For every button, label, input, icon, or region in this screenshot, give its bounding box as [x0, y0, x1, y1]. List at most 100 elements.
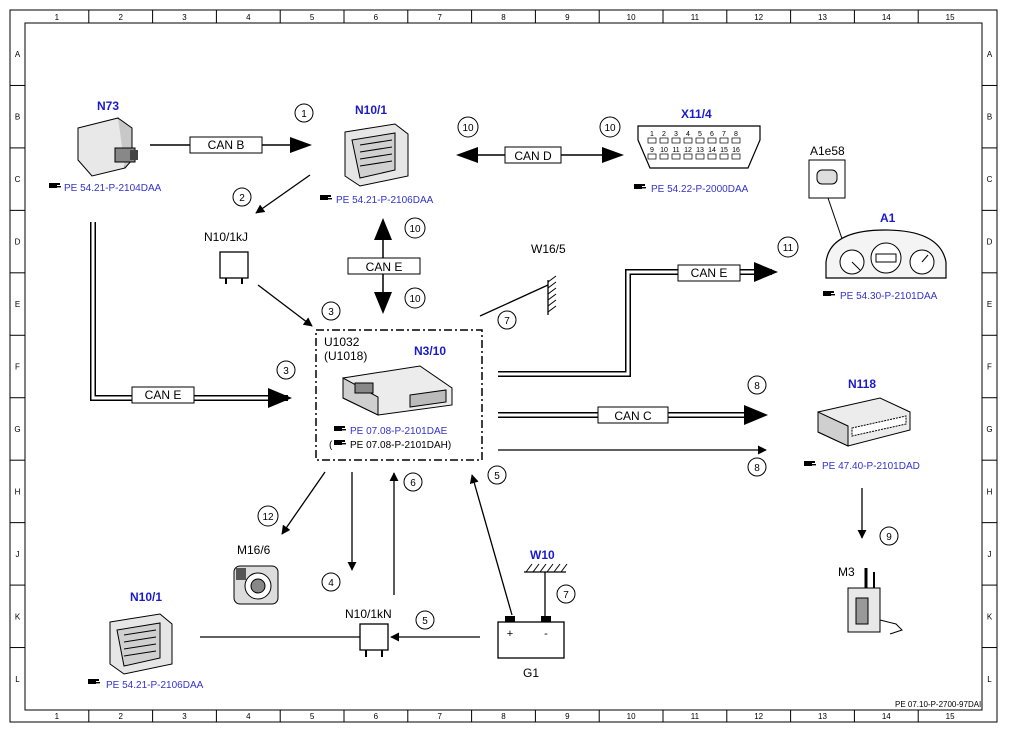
n10-1kn-code: N10/1kN — [345, 607, 392, 621]
grid-column-label: 6 — [374, 13, 379, 22]
n10-1kn-relay-box — [359, 623, 389, 651]
grid-row-label: H — [987, 487, 993, 496]
grid-row-label: A — [15, 50, 21, 59]
grid-row-label: L — [15, 675, 20, 684]
x11-4-pin — [731, 153, 741, 160]
grid-column-label: 13 — [818, 712, 827, 721]
marker-3-left — [276, 360, 296, 380]
marker-12-label: 12 — [262, 512, 274, 523]
x11-4-pin-number: 12 — [684, 147, 692, 154]
n10-1kj-relay-box — [219, 251, 249, 279]
marker-2 — [232, 187, 252, 207]
grid-column-label: 5 — [310, 712, 315, 721]
grid-row-label: D — [15, 238, 21, 247]
can-b-arrowhead — [290, 137, 312, 153]
x11-4-code: X11/4 — [681, 107, 712, 121]
grid-row-label: J — [16, 550, 20, 559]
grid-column-label: 12 — [754, 712, 763, 721]
can-d-box — [504, 146, 562, 164]
a1-instrument-cluster-icon — [825, 229, 947, 279]
grid-column-label: 11 — [691, 13, 700, 22]
x11-4-pin-number: 11 — [672, 147, 679, 154]
marker-10-right — [599, 116, 621, 138]
w10-ground-hatch — [525, 563, 568, 573]
grid-row-label: A — [987, 50, 993, 59]
grid-column-label: 14 — [882, 13, 891, 22]
marker-10-left — [457, 116, 479, 138]
marker-8-top — [747, 375, 767, 395]
g1-code: G1 — [523, 666, 539, 680]
grid-column-label: 10 — [627, 712, 636, 721]
x11-4-pin-number: 4 — [686, 131, 690, 138]
grid-row-label: D — [987, 238, 993, 247]
x11-4-ref-icon — [634, 184, 646, 189]
grid-row-label: B — [15, 113, 20, 122]
n118-module-icon — [817, 397, 911, 447]
n3-10-alt1: U1032 — [324, 335, 360, 349]
n10-1-bottom-ref: PE 54.21-P-2106DAA — [106, 680, 204, 691]
w16-5-wire — [479, 284, 549, 317]
can-e-right-label: CAN E — [691, 266, 728, 280]
grid-column-label: 10 — [627, 13, 636, 22]
grid-row-label: B — [987, 113, 992, 122]
x11-4-pin — [695, 137, 705, 144]
x11-4-pin-number: 15 — [720, 147, 728, 154]
can-e-vertical-arrow-up — [374, 218, 392, 240]
w10-code: W10 — [530, 548, 555, 562]
x11-4-pin-number: 2 — [662, 131, 666, 138]
marker-7-w10 — [556, 584, 576, 604]
grid-column-label: 7 — [437, 712, 442, 721]
x11-4-pin-number: 9 — [650, 147, 654, 154]
marker-10-down-label: 10 — [409, 294, 421, 305]
arrow-to-n10-1kj — [255, 174, 311, 214]
can-e-left-label: CAN E — [145, 388, 182, 402]
grid-row-label: E — [987, 300, 992, 309]
marker-7-w10-label: 7 — [563, 590, 569, 601]
can-e-right-box — [677, 264, 741, 282]
n73-ref-icon — [49, 183, 61, 188]
x11-4-pin — [659, 153, 669, 160]
grid-row-label: G — [14, 425, 20, 434]
can-c-arrowhead — [744, 405, 768, 425]
marker-5-right-label: 5 — [494, 471, 500, 482]
grid-column-label: 5 — [310, 13, 315, 22]
g1-terminal-minus — [541, 616, 551, 622]
grid-column-label: 11 — [691, 712, 700, 721]
can-c-box — [597, 406, 669, 424]
can-e-left-box — [131, 386, 195, 404]
n3-10-boundary — [315, 329, 483, 461]
grid-column-label: 2 — [118, 13, 123, 22]
marker-3-top — [321, 301, 341, 321]
n10-1-top-component-icon — [344, 123, 409, 187]
x11-4-pin — [659, 137, 669, 144]
grid-column-label: 7 — [437, 13, 442, 22]
grid-column-label: 1 — [55, 712, 60, 721]
can-e-right-arrowhead — [754, 262, 778, 282]
outer-frame — [9, 9, 998, 723]
grid-row-label: F — [987, 363, 992, 372]
grid-column-label: 3 — [182, 13, 187, 22]
can-c-label: CAN C — [614, 409, 652, 423]
can-d-label: CAN D — [514, 149, 552, 163]
n3-10-ref2: PE 07.08-P-2101DAH) — [350, 440, 451, 451]
inner-frame — [24, 22, 983, 711]
x11-4-pin — [671, 153, 681, 160]
marker-3-left-label: 3 — [283, 366, 289, 377]
marker-11 — [777, 236, 799, 258]
can-e-vertical-box — [347, 257, 421, 275]
x11-4-pin — [731, 137, 741, 144]
grid-row-label: E — [15, 300, 20, 309]
n118-code: N118 — [848, 377, 876, 391]
x11-4-pin — [683, 153, 693, 160]
marker-5-bottom — [415, 610, 435, 630]
marker-10-right-label: 10 — [604, 123, 616, 134]
a1e58-lamp-icon — [816, 169, 838, 185]
n10-1-top-ref: PE 54.21-P-2106DAA — [336, 195, 434, 206]
